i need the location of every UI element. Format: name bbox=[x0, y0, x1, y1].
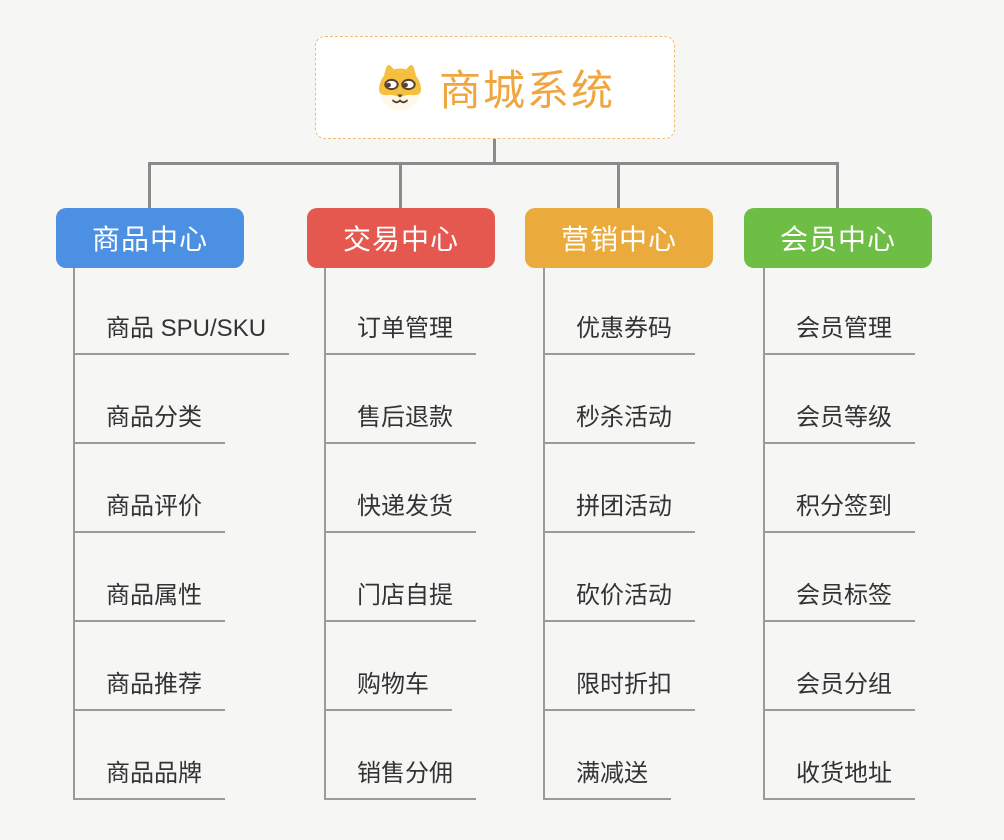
mindmap-item[interactable]: 商品分类 bbox=[73, 402, 225, 444]
branch-header-marketing[interactable]: 营销中心 bbox=[525, 208, 713, 268]
branch1-child-line bbox=[73, 268, 75, 800]
mindmap-item[interactable]: 售后退款 bbox=[324, 402, 476, 444]
mindmap-item[interactable]: 限时折扣 bbox=[543, 669, 695, 711]
mindmap-item[interactable]: 积分签到 bbox=[763, 491, 915, 533]
mindmap-item[interactable]: 订单管理 bbox=[324, 313, 476, 355]
connector-root-drop bbox=[493, 139, 496, 165]
branch-header-product[interactable]: 商品中心 bbox=[56, 208, 244, 268]
mindmap-item[interactable]: 购物车 bbox=[324, 669, 452, 711]
branch3-child-line bbox=[543, 268, 545, 800]
mindmap-item[interactable]: 商品 SPU/SKU bbox=[73, 313, 290, 355]
connector-drop-branch4 bbox=[836, 162, 839, 209]
branch-header-trade[interactable]: 交易中心 bbox=[307, 208, 495, 268]
connector-drop-branch3 bbox=[617, 162, 620, 209]
mindmap-item[interactable]: 商品属性 bbox=[73, 580, 225, 622]
branch4-child-line bbox=[763, 268, 765, 800]
mindmap-item[interactable]: 会员等级 bbox=[763, 402, 915, 444]
mindmap-item[interactable]: 会员管理 bbox=[763, 313, 915, 355]
dog-face-icon bbox=[375, 64, 425, 111]
mindmap-item[interactable]: 商品品牌 bbox=[73, 758, 225, 800]
connector-drop-branch1 bbox=[148, 162, 151, 209]
branch-header-member[interactable]: 会员中心 bbox=[744, 208, 932, 268]
mindmap-item[interactable]: 门店自提 bbox=[324, 580, 476, 622]
root-title: 商城系统 bbox=[438, 67, 615, 114]
root-node[interactable]: 商城系统 bbox=[315, 36, 675, 139]
mindmap-item[interactable]: 会员标签 bbox=[763, 580, 915, 622]
mindmap-item[interactable]: 商品评价 bbox=[73, 491, 225, 533]
connector-drop-branch2 bbox=[399, 162, 402, 209]
mindmap-item[interactable]: 快递发货 bbox=[324, 491, 476, 533]
mindmap-item[interactable]: 优惠券码 bbox=[543, 313, 695, 355]
mindmap-item[interactable]: 销售分佣 bbox=[324, 758, 476, 800]
mindmap-item[interactable]: 砍价活动 bbox=[543, 580, 695, 622]
mindmap-item[interactable]: 商品推荐 bbox=[73, 669, 225, 711]
mindmap-item[interactable]: 满减送 bbox=[543, 758, 671, 800]
mindmap-item[interactable]: 收货地址 bbox=[763, 758, 915, 800]
connector-horizontal-line bbox=[148, 162, 839, 165]
mindmap-item[interactable]: 秒杀活动 bbox=[543, 402, 695, 444]
mindmap-item[interactable]: 拼团活动 bbox=[543, 491, 695, 533]
branch2-child-line bbox=[324, 268, 326, 800]
mindmap-item[interactable]: 会员分组 bbox=[763, 669, 915, 711]
